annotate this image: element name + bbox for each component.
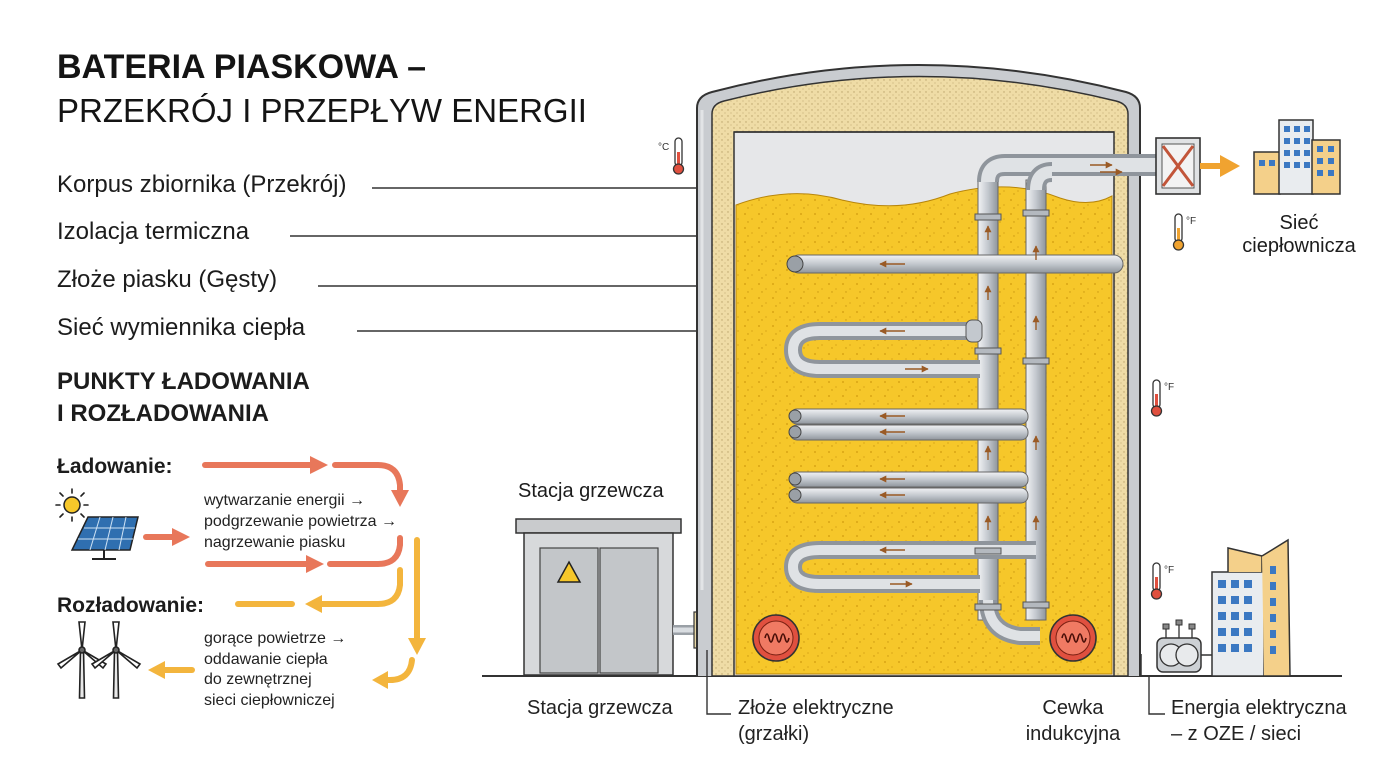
building-icon [1211, 538, 1291, 677]
callout-tank-body-label: Korpus zbiornika (Przekrój) [57, 171, 346, 198]
thermometer-icon [1172, 213, 1185, 251]
points-heading-line-2: I ROZŁADOWANIA [57, 400, 269, 427]
heaters-label-2: (grzałki) [738, 723, 809, 745]
callout-sand-bed: Złoże piasku (Gęsty) [57, 266, 781, 293]
discharging-arrow-return-head [372, 671, 388, 689]
district-heating-label-1: Sieć [1280, 212, 1319, 234]
charging-step-3: nagrzewanie piasku [204, 534, 345, 551]
heat-output-arrow [1200, 155, 1240, 177]
thermometer-mid-right-unit: °F [1164, 382, 1174, 393]
charging-arrow-top-1-head [310, 456, 328, 474]
building-icon [1253, 119, 1341, 195]
charging-step-2: podgrzewanie powietrza → [204, 513, 397, 530]
pipe-row-3b [789, 424, 1029, 441]
pipe-row-4b [789, 487, 1029, 504]
heaters-label-1: Złoże elektryczne [738, 697, 894, 719]
heating-coil-icon [752, 614, 800, 662]
points-heading-line-1: PUNKTY ŁADOWANIA [57, 368, 310, 395]
discharging-arrow-turbine-head [148, 661, 165, 679]
charging-arrow-curve [332, 462, 403, 496]
charging-step-1: wytwarzanie energii → [203, 492, 365, 509]
thermometer-icon [1150, 379, 1163, 417]
thermometer-left-unit: °C [658, 142, 669, 153]
title-line-1: BATERIA PIASKOWA – [57, 48, 426, 86]
discharging-flow-arrows [148, 537, 426, 689]
charging-arrow-bottom-head [306, 555, 324, 573]
energy-leader [1148, 676, 1165, 715]
pipe-row-4a [789, 471, 1029, 488]
district-heating-label-2: ciepłownicza [1242, 235, 1356, 257]
station-bottom-label: Stacja grzewcza [527, 697, 673, 719]
charging-flow-arrows [143, 456, 409, 573]
heat-exchanger-network [783, 154, 1160, 645]
discharging-step-2: oddawanie ciepła [204, 651, 328, 668]
thermometer-icon [672, 137, 685, 175]
pipe-row-3a [789, 408, 1029, 425]
energy-label-1: Energia elektryczna [1171, 697, 1348, 719]
discharging-step-4: sieci ciepłowniczej [204, 692, 335, 709]
heaters-leader [706, 650, 731, 715]
charging-label: Ładowanie: [57, 455, 173, 478]
heating-station-top-label: Stacja grzewcza [518, 480, 664, 502]
warning-icon [556, 560, 582, 583]
thermometer-lower-right-unit: °F [1164, 565, 1174, 576]
coil-label-2: indukcyjna [1026, 723, 1121, 745]
thermometer-icon [1150, 562, 1163, 600]
discharging-arrow-2-head [305, 595, 322, 613]
wind-turbine-icon [56, 621, 142, 699]
discharging-arrow-return [382, 657, 415, 683]
heat-exchanger-icon [1155, 137, 1201, 195]
discharging-step-3: do zewnętrznej [204, 671, 312, 688]
coil-label-1: Cewka [1042, 697, 1104, 719]
transformer-icon [1140, 619, 1215, 676]
pipe-row-1 [789, 254, 1124, 274]
callout-sand-bed-label: Złoże piasku (Gęsty) [57, 266, 277, 293]
callout-insulation: Izolacja termiczna [57, 218, 727, 245]
heating-station [515, 518, 682, 676]
charging-arrow-return [327, 535, 403, 567]
energy-label-2: – z OZE / sieci [1171, 723, 1301, 745]
charging-arrow-curve-head [391, 490, 409, 507]
sun-icon [55, 488, 89, 522]
discharging-step-1: gorące powietrze → [204, 630, 346, 647]
callout-insulation-label: Izolacja termiczna [57, 218, 250, 245]
callout-tank-body: Korpus zbiornika (Przekrój) [57, 171, 718, 198]
discharging-arrow-down-head [408, 638, 426, 655]
solar-panel-icon [70, 516, 139, 560]
thermometer-upper-right-unit: °F [1186, 216, 1196, 227]
callout-heat-exchanger-label: Sieć wymiennika ciepła [57, 314, 306, 341]
discharging-arrow-2 [313, 567, 403, 607]
heating-coil-icon [1049, 614, 1097, 662]
discharging-label: Rozładowanie: [57, 594, 204, 617]
charging-arrow-panel-head [172, 528, 190, 546]
title-line-2: PRZEKRÓJ I PRZEPŁYW ENERGII [57, 92, 587, 129]
